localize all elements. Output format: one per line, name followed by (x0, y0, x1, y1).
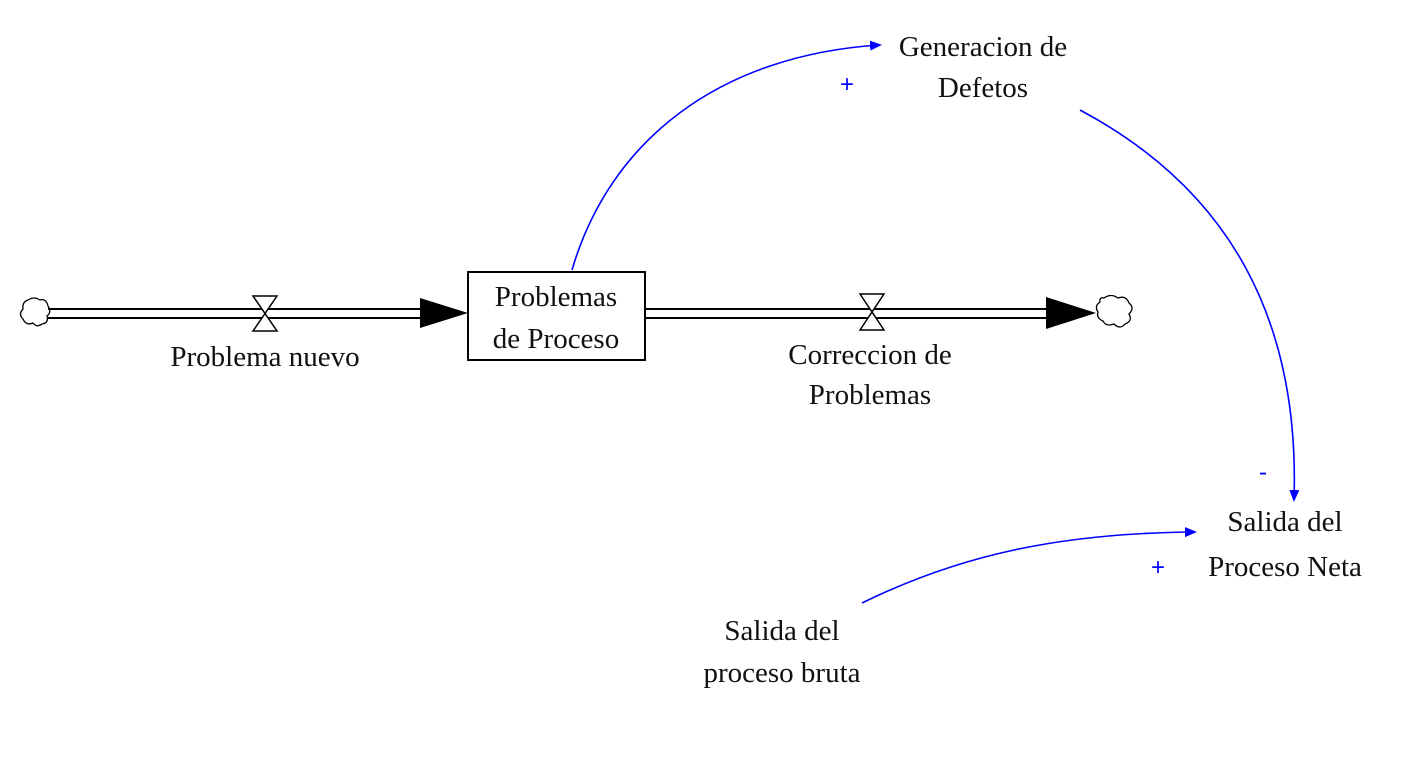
valve-icon[interactable] (251, 295, 279, 332)
aux-generacion-line1[interactable]: Generacion de (899, 31, 1067, 63)
causal-link-gross-to-net[interactable] (861, 527, 1197, 604)
polarity-minus: - (1259, 459, 1267, 486)
sink-cloud-icon (1095, 294, 1133, 328)
aux-salida-bruta-line2[interactable]: proceso bruta (703, 657, 860, 689)
stock-label-line2: de Proceso (493, 323, 619, 355)
aux-salida-neta-line1[interactable]: Salida del (1227, 506, 1342, 538)
flow-arrowhead-icon (1046, 297, 1096, 329)
outflow-label-line1[interactable]: Correccion de (788, 339, 951, 371)
flow-arrowhead-icon (420, 298, 468, 328)
causal-link-stock-to-defects[interactable] (571, 40, 882, 271)
stock-label-line1: Problemas (495, 281, 617, 313)
inflow-pipe[interactable] (48, 298, 468, 328)
outflow-pipe[interactable] (646, 297, 1096, 329)
aux-salida-neta-line2[interactable]: Proceso Neta (1208, 551, 1362, 583)
polarity-plus: + (840, 71, 854, 98)
aux-salida-bruta-line1[interactable]: Salida del (724, 615, 839, 647)
stock-problemas-de-proceso[interactable]: Problemas de Proceso (467, 271, 646, 361)
source-cloud-icon (19, 297, 51, 327)
aux-generacion-line2[interactable]: Defetos (938, 72, 1028, 104)
valve-icon[interactable] (858, 293, 886, 331)
polarity-plus: + (1151, 554, 1165, 581)
causal-link-defects-to-net[interactable] (1079, 109, 1300, 502)
inflow-label[interactable]: Problema nuevo (170, 341, 359, 373)
outflow-label-line2[interactable]: Problemas (809, 379, 931, 411)
